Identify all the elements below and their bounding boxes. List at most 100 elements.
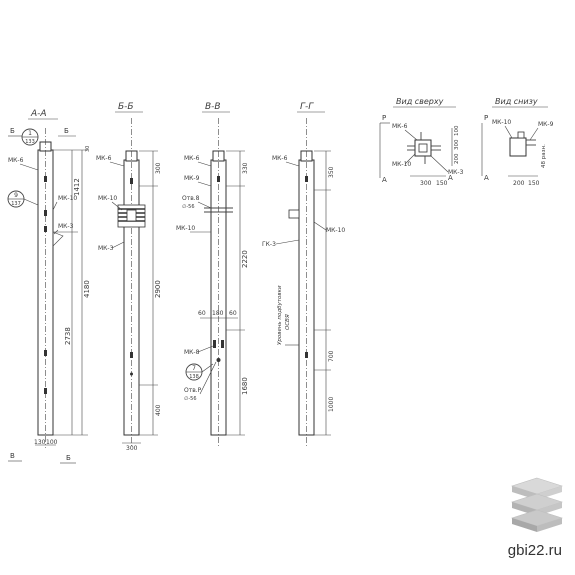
bracket-aa <box>52 231 64 247</box>
label-mk9-vv: МК-9 <box>184 175 200 182</box>
dim-2900: 2900 <box>154 280 162 298</box>
dim-300-top: 300 <box>420 180 432 187</box>
dim-4180: 4180 <box>83 280 91 298</box>
dim-180: 180 <box>212 310 224 317</box>
section-aa: А-А Б Б 1 133 МК-6 9 137 МК-10 МК-3 <box>7 109 91 464</box>
section-gg: Г-Г МК-6 МК-10 ГК-3 Уровень подбутовки О… <box>262 102 345 448</box>
cut-mark-v-bottom-left: В <box>10 452 15 460</box>
label-mk10-vv: МК-10 <box>176 225 195 232</box>
leader-mk6-vv <box>197 161 212 167</box>
hatched-zone-bb <box>117 204 146 228</box>
label-mk8-vv: МК-8 <box>184 349 200 356</box>
label-mk10-bottom: МК-10 <box>492 119 511 126</box>
leader-mk10-gg <box>313 221 327 231</box>
dim-300-bb-bottom: 300 <box>126 445 138 452</box>
bottom-view: Вид снизу Р А МК-10 МК-9 48 разн. 200 15… <box>481 97 554 187</box>
label-mk6-aa: МК-6 <box>8 157 24 164</box>
leader-mk10-aa <box>52 201 58 211</box>
slot-bb-1 <box>130 178 133 184</box>
label-mk10-aa: МК-10 <box>58 195 77 202</box>
slot-vv-3 <box>221 340 224 348</box>
label-mk3-aa: МК-3 <box>58 223 74 230</box>
label-mk6-vv: МК-6 <box>184 155 200 162</box>
label-mk6-top: МК-6 <box>392 123 408 130</box>
slot-aa-4 <box>44 350 47 356</box>
leader-callout-7 <box>201 363 214 373</box>
leader-mk10-bb <box>111 201 123 211</box>
dim-60-left: 60 <box>198 310 206 317</box>
slot-vv-1 <box>217 176 220 182</box>
label-mk10-gg: МК-10 <box>326 227 345 234</box>
callout-7-sheet: 138 <box>189 374 199 380</box>
section-aa-title: А-А <box>30 109 47 119</box>
slot-aa-1 <box>44 176 47 182</box>
dim-60-right: 60 <box>229 310 237 317</box>
label-mk9-bottom: МК-9 <box>538 121 554 128</box>
label-otv8-d: ∅-56 <box>182 204 195 210</box>
leader-mk3-bb <box>111 241 125 249</box>
dim-200-top: 200 <box>454 153 460 164</box>
slot-aa-3 <box>44 226 47 232</box>
dim-350: 350 <box>328 166 335 178</box>
dim-2738: 2738 <box>64 327 72 345</box>
callout-9-sheet: 137 <box>11 201 21 207</box>
slot-gg-2 <box>305 352 308 358</box>
bottom-view-stub <box>517 131 525 139</box>
slot-gg-1 <box>305 176 308 182</box>
leader-gk3-gg <box>275 239 300 245</box>
label-otv-r-d: ∅-56 <box>184 396 197 402</box>
leader-mk3-top <box>430 155 449 173</box>
watermark-site: gbi22.ru <box>508 542 562 559</box>
leader-mk9-bottom <box>529 127 539 141</box>
leader-mk8-vv <box>197 345 214 353</box>
dim-330: 330 <box>242 162 249 174</box>
cut-mark-b-top-left: Б <box>10 127 15 135</box>
label-otv-r: Отв.Р <box>184 387 202 394</box>
label-mk3-bb: МК-3 <box>98 245 114 252</box>
hole-bb <box>130 372 133 376</box>
section-bb: Б-Б МК-6 МК-10 МК-3 300 2900 400 <box>96 102 162 452</box>
cut-mark-a-top-right: А <box>448 174 453 182</box>
dim-400: 400 <box>155 404 162 416</box>
bottom-view-column <box>509 137 527 157</box>
leader-mk6-top <box>404 129 418 141</box>
dim-200-bottom: 200 <box>513 180 525 187</box>
dim-700: 700 <box>328 350 335 362</box>
section-gg-title: Г-Г <box>300 102 314 112</box>
leader-otv-r <box>199 361 217 395</box>
dim-30: 30 <box>85 146 91 152</box>
label-mk6-gg: МК-6 <box>272 155 288 162</box>
dim-300-bb: 300 <box>155 162 162 174</box>
leader-mk10-top <box>404 153 416 165</box>
dim-150-top: 150 <box>436 180 448 187</box>
top-view: Вид сверху Р А А МК-6 МК-10 МК-3 300 150… <box>379 97 464 187</box>
leader-mk6-aa <box>19 163 39 171</box>
dim-130: 130 <box>34 439 46 446</box>
bottom-view-title: Вид снизу <box>495 97 538 106</box>
label-otv8: Отв.8 <box>182 195 200 202</box>
leader-mk6-bb <box>109 161 125 167</box>
stack-icon <box>511 477 563 532</box>
annotation-level-sub: ОСВЯ <box>285 314 291 330</box>
slot-vv-2 <box>213 340 216 348</box>
cut-mark-a-bottom: А <box>484 174 489 182</box>
cut-mark-r-bottom: Р <box>484 114 488 122</box>
label-mk10-bb: МК-10 <box>98 195 117 202</box>
dim-100: 100 <box>46 439 58 446</box>
dim-2220: 2220 <box>241 250 249 268</box>
cut-mark-r-top: Р <box>382 114 386 122</box>
dim-1680: 1680 <box>241 377 249 395</box>
top-view-plate <box>418 143 428 153</box>
cut-mark-a-top: А <box>382 176 387 184</box>
section-vv-title: В-В <box>205 102 221 112</box>
label-mk6-bb: МК-6 <box>96 155 112 162</box>
cut-mark-b-bottom-right: Б <box>66 454 71 462</box>
label-mk3-top: МК-3 <box>448 169 464 176</box>
callout-1-sheet: 133 <box>25 139 35 145</box>
slot-aa-2 <box>44 210 47 216</box>
hole-vv <box>216 358 221 362</box>
dim-1412: 1412 <box>73 178 81 196</box>
callout-1-number: 1 <box>28 130 32 137</box>
label-gk3-gg: ГК-3 <box>262 241 276 248</box>
